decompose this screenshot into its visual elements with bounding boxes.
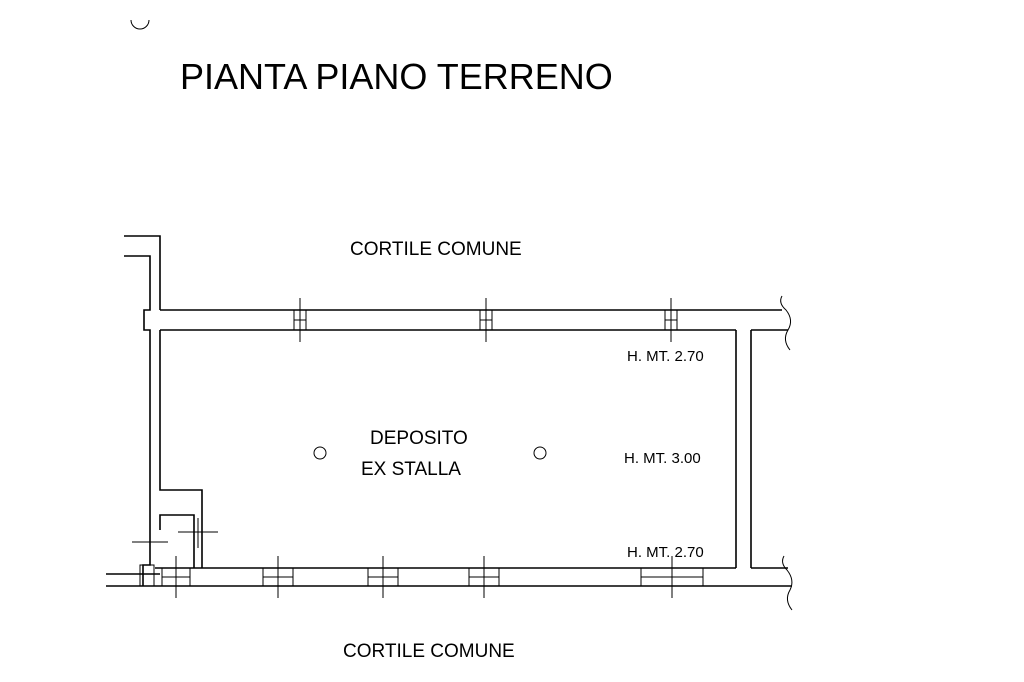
plan-title: PIANTA PIANO TERRENO xyxy=(180,56,613,97)
courtyard-label-top: CORTILE COMUNE xyxy=(350,239,522,260)
window-bottom-2 xyxy=(262,556,294,598)
column-right xyxy=(533,446,547,460)
window-top-3 xyxy=(664,298,678,342)
ceiling-height-middle: H. MT. 3.00 xyxy=(624,450,701,467)
passage-marks xyxy=(132,518,218,587)
window-top-1 xyxy=(293,298,307,342)
wall-right xyxy=(735,330,788,569)
column-left xyxy=(313,446,327,460)
ceiling-height-top: H. MT. 2.70 xyxy=(627,348,704,365)
window-bottom-4 xyxy=(468,556,500,598)
window-bottom-3 xyxy=(367,556,399,598)
ceiling-height-bottom: H. MT. 2.70 xyxy=(627,544,704,561)
window-top-2 xyxy=(479,298,493,342)
room-subname: EX STALLA xyxy=(361,459,461,480)
room-name: DEPOSITO xyxy=(370,428,468,449)
window-bottom-1 xyxy=(161,556,191,598)
wall-bottom xyxy=(106,555,793,611)
courtyard-label-bottom: CORTILE COMUNE xyxy=(343,641,515,662)
wall-left xyxy=(124,235,203,586)
wall-top xyxy=(160,295,792,351)
corner-mark xyxy=(130,19,150,30)
window-bottom-5 xyxy=(640,556,704,598)
